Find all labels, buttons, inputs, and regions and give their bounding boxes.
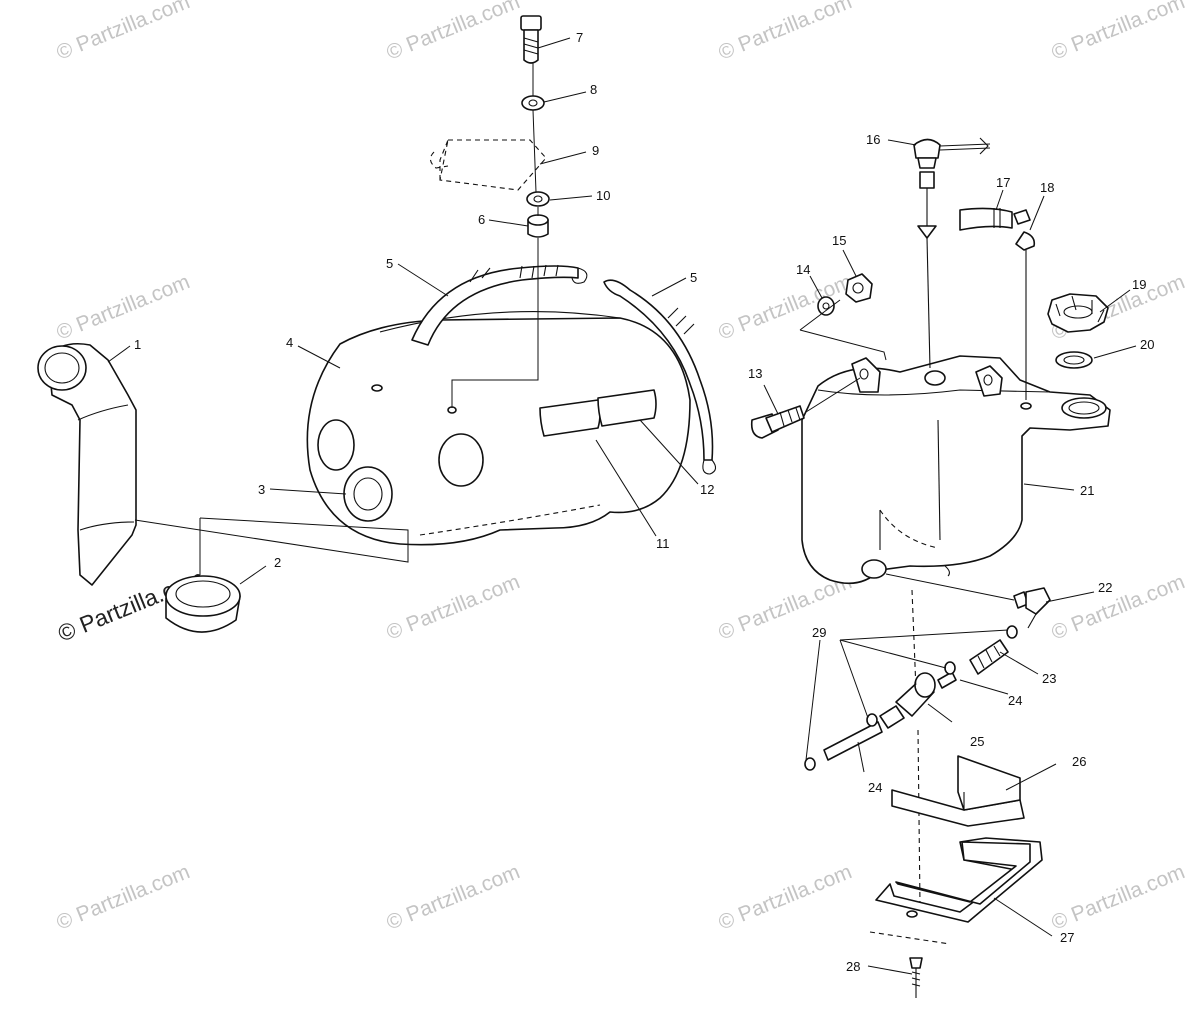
part-1-exhaust-pipe[interactable] — [37, 342, 137, 586]
part-23-filter[interactable] — [969, 639, 1009, 675]
watermark: © Partzilla.com — [53, 270, 193, 344]
callout-14: 14 — [796, 262, 810, 277]
part-20-gasket[interactable] — [1055, 351, 1093, 369]
callout-8: 8 — [590, 82, 597, 97]
callout-29: 29 — [812, 625, 826, 640]
part-3-grommet[interactable] — [343, 466, 393, 522]
callout-15: 15 — [832, 233, 846, 248]
watermark: © Partzilla.com — [383, 570, 523, 644]
part-19-cap[interactable] — [1047, 293, 1109, 333]
watermark: © Partzilla.com — [1048, 860, 1186, 934]
assembly-line — [885, 573, 1015, 601]
part-22-elbow-fitting[interactable] — [1013, 587, 1051, 629]
watermark: © Partzilla.com — [53, 860, 193, 934]
callout-5b: 5 — [690, 270, 697, 285]
part-5-spring-right[interactable] — [603, 279, 717, 475]
part-16-level-sensor[interactable] — [913, 137, 991, 369]
callout-1: 1 — [134, 337, 141, 352]
callout-numbers: 1 2 3 4 5 5 6 7 8 9 10 11 12 13 14 15 16… — [134, 30, 1154, 974]
part-29-clamp[interactable] — [804, 625, 1018, 771]
assembly-line — [805, 377, 861, 413]
part-18-elbow-fitting[interactable] — [1013, 209, 1036, 400]
assembly-line — [134, 517, 409, 563]
callout-26: 26 — [1072, 754, 1086, 769]
callout-28: 28 — [846, 959, 860, 974]
part-21-oil-tank[interactable] — [801, 355, 1111, 585]
part-27-mounting-plate[interactable] — [869, 837, 1043, 945]
watermark: © Partzilla.com — [383, 860, 523, 934]
assembly-line — [911, 589, 921, 906]
part-24-hose-upper[interactable] — [937, 671, 957, 689]
watermark: © Partzilla.com — [1048, 570, 1186, 644]
callout-17: 17 — [996, 175, 1010, 190]
watermark: © Partzilla.com — [715, 0, 855, 65]
callout-21: 21 — [1080, 483, 1094, 498]
watermark: © Partzilla.com — [715, 860, 855, 934]
part-5-spring-left[interactable] — [411, 264, 588, 346]
callout-10: 10 — [596, 188, 610, 203]
watermark: © Partzilla.com — [53, 0, 193, 65]
callout-12: 12 — [700, 482, 714, 497]
watermark: © Partzilla.com — [1048, 0, 1186, 65]
callout-13: 13 — [748, 366, 762, 381]
callout-4: 4 — [286, 335, 293, 350]
assembly-line — [451, 62, 539, 408]
part-15-nut[interactable] — [845, 273, 873, 303]
callout-19: 19 — [1132, 277, 1146, 292]
callout-16: 16 — [866, 132, 880, 147]
part-2-coupler[interactable] — [165, 575, 241, 633]
leader-lines — [107, 37, 1137, 975]
callout-5a: 5 — [386, 256, 393, 271]
part-28-stud[interactable] — [909, 957, 923, 998]
callout-18: 18 — [1040, 180, 1054, 195]
part-8-washer[interactable] — [521, 95, 545, 111]
callout-25: 25 — [970, 734, 984, 749]
part-9-bracket[interactable] — [429, 139, 547, 191]
part-24-hose-lower[interactable] — [823, 721, 883, 761]
part-10-washer[interactable] — [526, 191, 550, 207]
callout-23: 23 — [1042, 671, 1056, 686]
callout-7: 7 — [576, 30, 583, 45]
part-4-muffler[interactable] — [306, 310, 691, 546]
part-7-bolt[interactable] — [520, 15, 542, 64]
callout-24a: 24 — [1008, 693, 1022, 708]
callout-3: 3 — [258, 482, 265, 497]
callout-2: 2 — [274, 555, 281, 570]
part-14-washer[interactable] — [817, 296, 835, 316]
callout-9: 9 — [592, 143, 599, 158]
callout-27: 27 — [1060, 930, 1074, 945]
callout-22: 22 — [1098, 580, 1112, 595]
assembly-line — [799, 299, 887, 361]
callout-24b: 24 — [868, 780, 882, 795]
part-26-bracket[interactable] — [891, 755, 1025, 827]
callout-6: 6 — [478, 212, 485, 227]
part-17-hose[interactable] — [959, 207, 1013, 231]
part-13-bolt[interactable] — [750, 405, 805, 439]
part-6-nut[interactable] — [527, 214, 549, 238]
callout-11: 11 — [656, 536, 670, 551]
watermark: © Partzilla.com — [383, 0, 523, 65]
part-25-pump[interactable] — [879, 672, 936, 729]
callout-20: 20 — [1140, 337, 1154, 352]
